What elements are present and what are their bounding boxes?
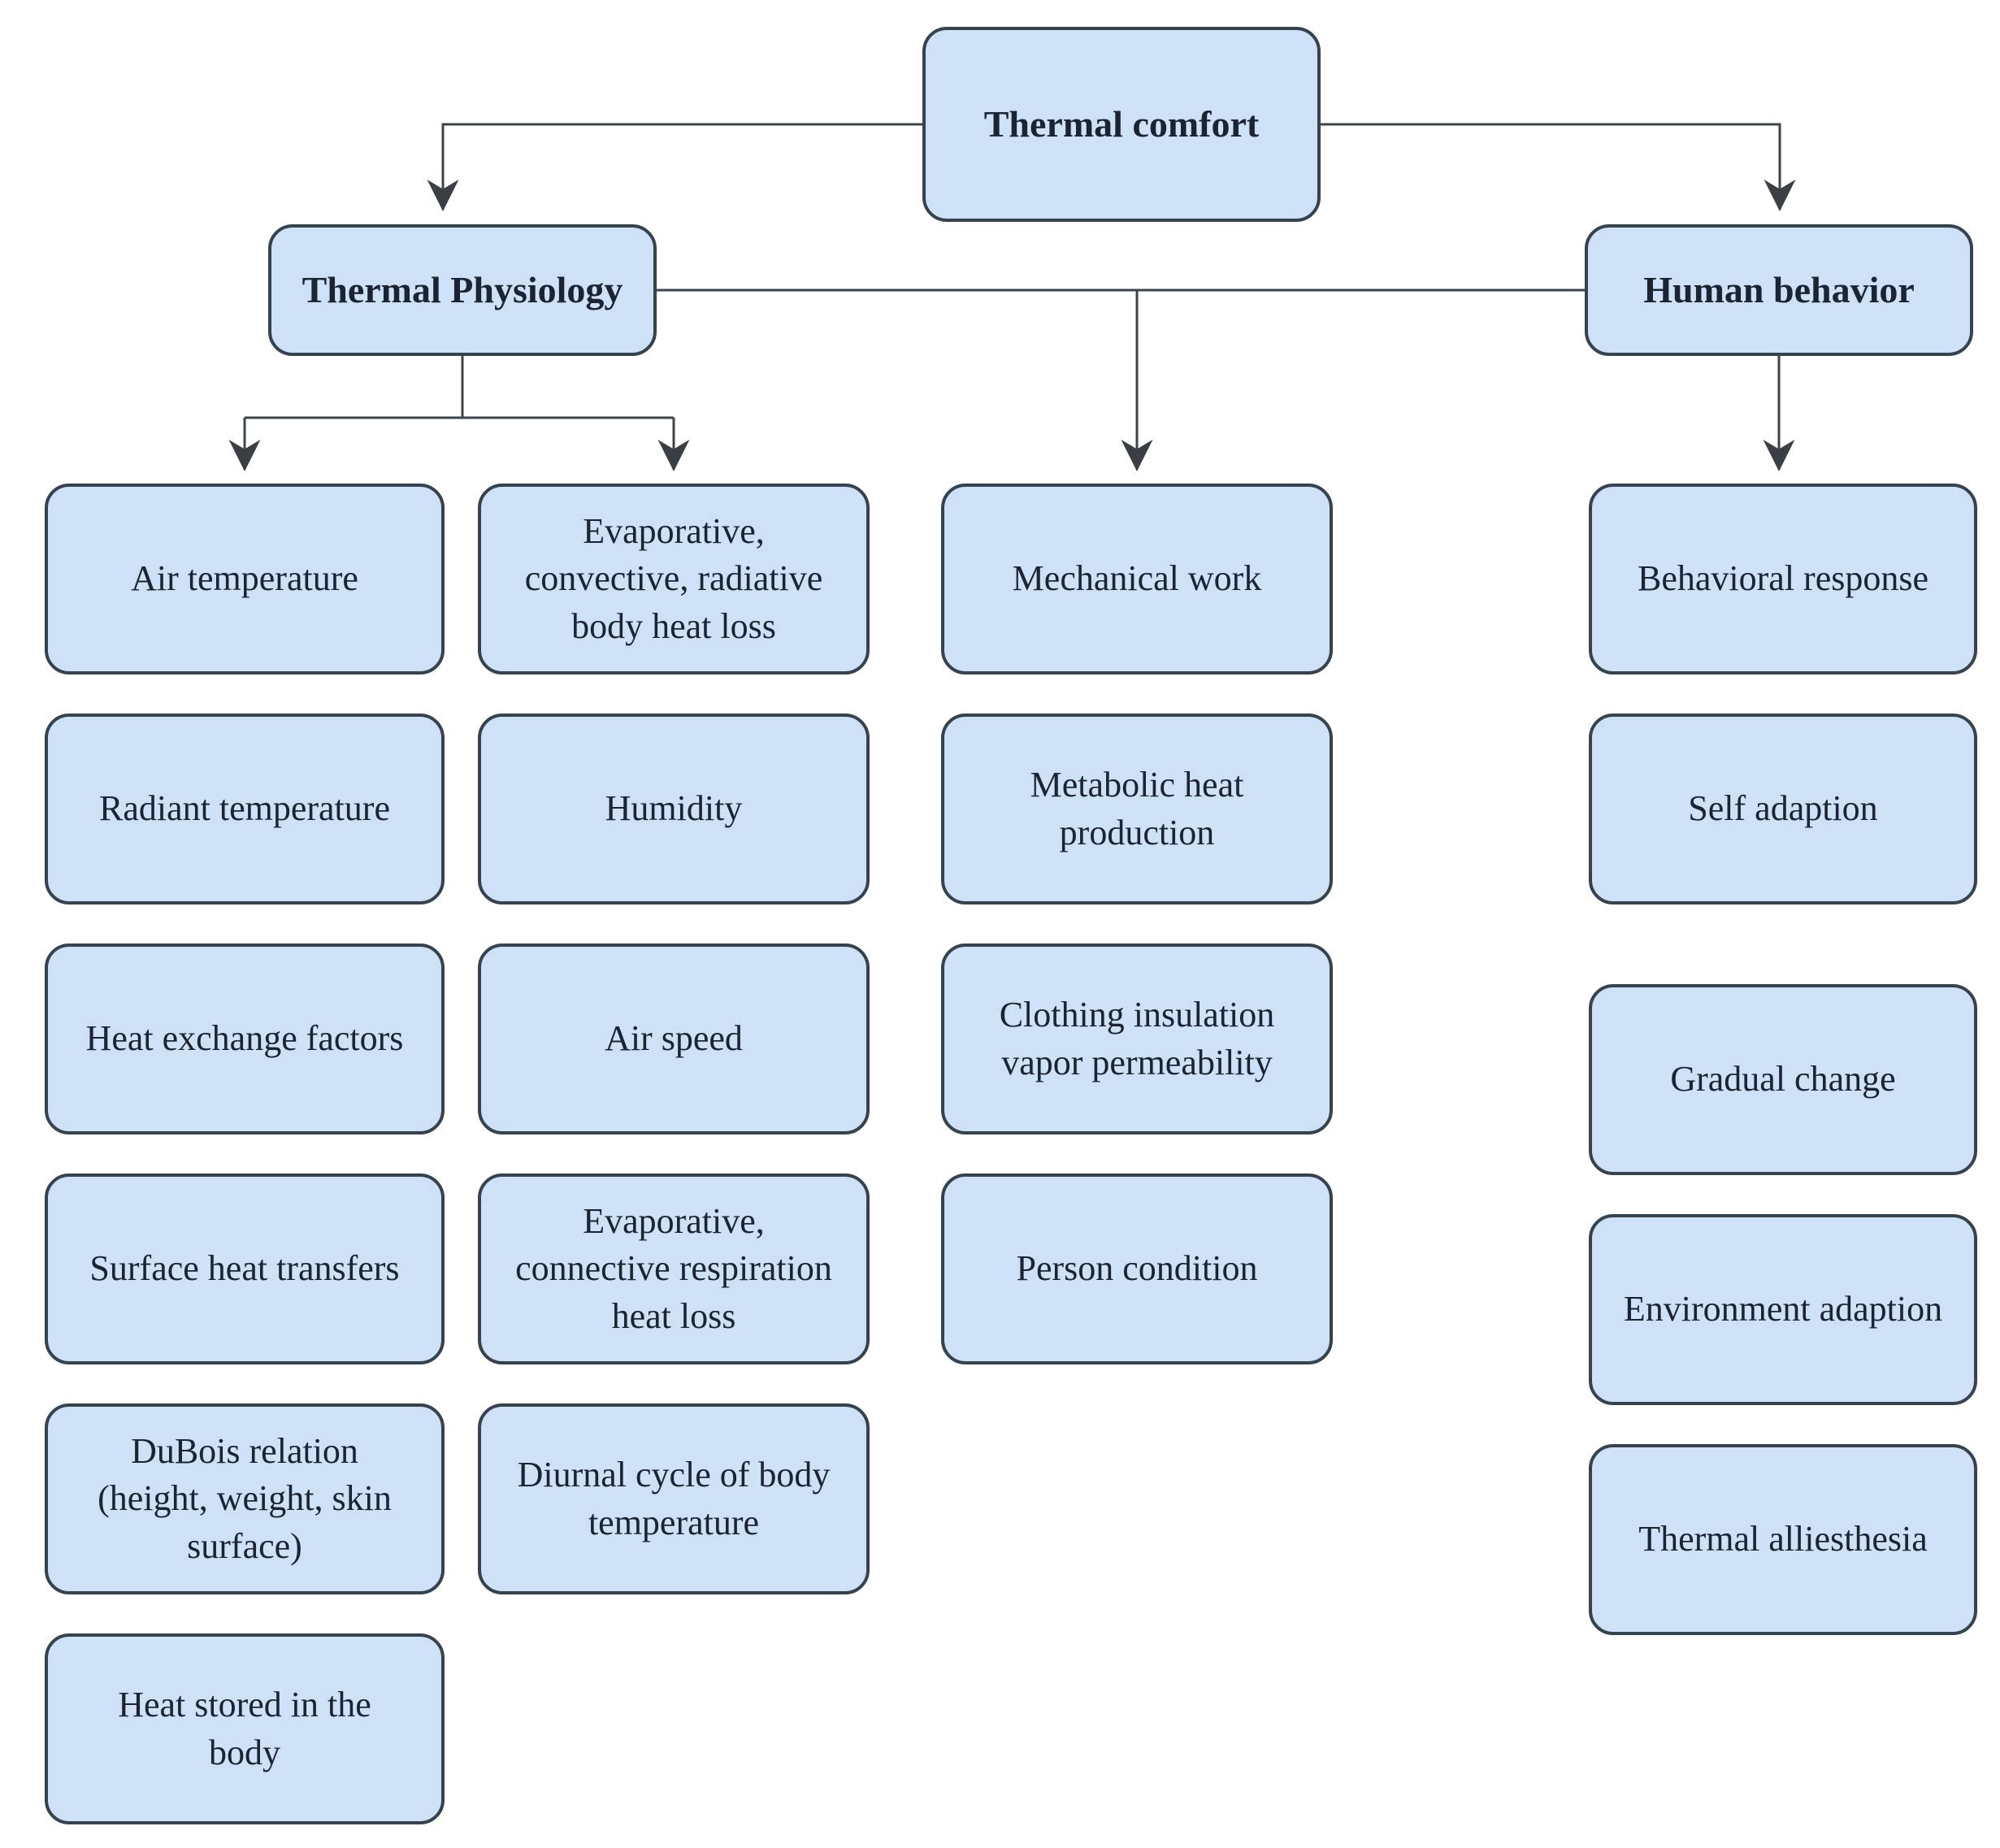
- node-evaporative-respiration-heat-loss: Evaporative, connective respiration heat…: [478, 1173, 870, 1364]
- node-dubois-relation: DuBois relation (height, weight, skin su…: [45, 1403, 445, 1594]
- node-thermal-alliesthesia: Thermal alliesthesia: [1589, 1444, 1977, 1635]
- node-air-speed: Air speed: [478, 944, 870, 1134]
- node-person-condition: Person condition: [941, 1173, 1333, 1364]
- node-radiant-temperature: Radiant temperature: [45, 714, 445, 904]
- node-thermal-comfort: Thermal comfort: [922, 27, 1321, 222]
- node-human-behavior: Human behavior: [1585, 224, 1973, 356]
- node-self-adaption: Self adaption: [1589, 714, 1977, 904]
- node-behavioral-response: Behavioral response: [1589, 484, 1977, 675]
- node-heat-exchange-factors: Heat exchange factors: [45, 944, 445, 1134]
- connector-root-to-thermal-physiology: [427, 123, 922, 211]
- connector-root-to-human-behavior: [1321, 123, 1796, 211]
- node-heat-stored-in-body: Heat stored in the body: [45, 1633, 445, 1824]
- node-environment-adaption: Environment adaption: [1589, 1214, 1977, 1405]
- node-thermal-physiology: Thermal Physiology: [268, 224, 657, 356]
- node-evaporative-body-heat-loss: Evaporative, convective, radiative body …: [478, 484, 870, 675]
- node-metabolic-heat-production: Metabolic heat production: [941, 714, 1333, 904]
- node-surface-heat-transfers: Surface heat transfers: [45, 1173, 445, 1364]
- node-clothing-insulation: Clothing insulation vapor permeability: [941, 944, 1333, 1134]
- node-mechanical-work: Mechanical work: [941, 484, 1333, 675]
- node-diurnal-cycle: Diurnal cycle of body temperature: [478, 1403, 870, 1594]
- node-humidity: Humidity: [478, 714, 870, 904]
- node-air-temperature: Air temperature: [45, 484, 445, 675]
- node-gradual-change: Gradual change: [1589, 984, 1977, 1175]
